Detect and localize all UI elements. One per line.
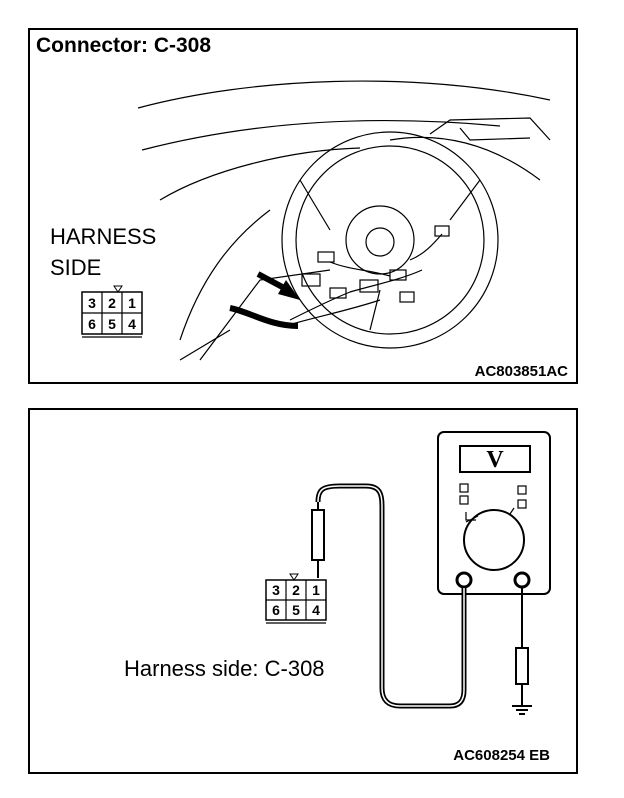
- voltmeter: V: [437, 431, 551, 595]
- connector-box-1: [317, 251, 335, 263]
- dash-line-4: [179, 209, 271, 341]
- wheel-spoke-left: [299, 179, 331, 231]
- wire-2: [291, 299, 381, 325]
- vent-detail: [459, 127, 531, 141]
- meter-switch-icon: [517, 499, 527, 509]
- pin-label: 3: [88, 295, 96, 311]
- connector-key-mark: [113, 285, 123, 293]
- pin-label: 5: [108, 316, 116, 332]
- connector-box-5: [389, 269, 407, 281]
- wire-3: [329, 261, 391, 277]
- connector-box-7: [434, 225, 450, 237]
- pin-label: 5: [292, 602, 300, 618]
- connector-symbol-top: 3 2 1 6 5 4: [81, 285, 143, 338]
- dash-line-3: [159, 147, 361, 201]
- connector-symbol-bottom: 3 2 1 6 5 4: [265, 573, 327, 624]
- hub-center: [365, 227, 395, 257]
- connector-title: Connector: C-308: [36, 34, 212, 57]
- wire-1: [289, 269, 423, 321]
- wheel-spoke-bottom: [369, 289, 381, 331]
- wheel-spoke-right: [449, 179, 481, 221]
- steering-wheel-illustration: 3 2 1 6 5 4: [81, 80, 551, 361]
- meter-switch-icon: [459, 495, 469, 505]
- wheel-rim-outer: [281, 131, 499, 349]
- vent-outline: [429, 117, 551, 141]
- connector-box-6: [399, 291, 415, 303]
- harness-side-label: Harness side: C-308: [124, 656, 325, 681]
- harness-cable: [229, 305, 299, 329]
- wire-4: [409, 233, 443, 261]
- connector-key-mark: [289, 573, 299, 581]
- pin-label: 2: [108, 295, 116, 311]
- harness-side-label-line1: HARNESS: [50, 224, 157, 249]
- dash-line-6: [389, 136, 541, 181]
- pin-label: 1: [312, 582, 320, 598]
- column-line: [179, 329, 231, 361]
- dash-line-1: [137, 80, 551, 109]
- dash-line-5: [199, 269, 331, 361]
- probe-positive: [311, 509, 325, 561]
- wheel-rim-inner: [295, 145, 485, 335]
- clock-spring: [345, 205, 415, 275]
- meter-switch-icon: [517, 485, 527, 495]
- figure-code: AC608254 EB: [453, 747, 550, 764]
- pin-label: 6: [88, 316, 96, 332]
- pin-label: 1: [128, 295, 136, 311]
- figure-code: AC803851AC: [474, 363, 568, 380]
- meter-dial: [463, 509, 525, 571]
- voltmeter-diagram: V: [265, 431, 551, 715]
- pointer-arrow-head: [278, 280, 300, 300]
- harness-side-label-line2: SIDE: [50, 255, 102, 280]
- meter-display-unit: V: [486, 447, 504, 473]
- meter-switch-icon: [459, 483, 469, 493]
- connector-box-2: [301, 273, 321, 287]
- pin-label: 4: [312, 602, 320, 618]
- meter-terminal-negative: [513, 571, 531, 589]
- ground-icon: [512, 705, 532, 715]
- connector-location-panel: Connector: C-308: [28, 28, 578, 384]
- meter-terminal-positive: [455, 571, 473, 589]
- pin-label: 2: [292, 582, 300, 598]
- voltage-measurement-panel: V: [28, 408, 578, 774]
- connector-box-4: [359, 279, 379, 293]
- dash-line-2: [141, 120, 501, 151]
- pin-label: 4: [128, 316, 136, 332]
- probe-negative: [515, 647, 529, 685]
- pin-label: 3: [272, 582, 280, 598]
- pin-label: 6: [272, 602, 280, 618]
- test-lead-positive: [315, 483, 467, 709]
- meter-display: [459, 445, 531, 473]
